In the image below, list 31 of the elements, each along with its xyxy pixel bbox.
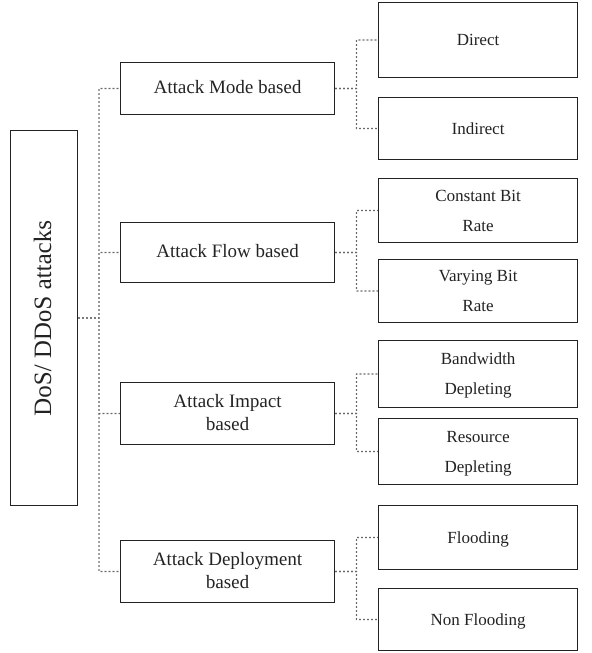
- category-label: Attack Mode based: [154, 77, 302, 100]
- category-label: Varying Bit Rate: [438, 265, 518, 317]
- connector-line: [335, 412, 378, 452]
- root-label: DoS/ DDoS attacks: [29, 220, 58, 416]
- category-box: [378, 505, 578, 570]
- category-box: [120, 222, 335, 283]
- category-box: [378, 588, 578, 651]
- category-label: Attack Deployment based: [152, 548, 304, 594]
- category-box: [378, 340, 578, 408]
- category-box: [120, 382, 335, 445]
- category-box: [378, 259, 578, 323]
- category-label: Bandwidth Depleting: [440, 348, 516, 400]
- category-label: Attack Impact based: [172, 390, 283, 436]
- connector-line: [78, 317, 120, 572]
- category-box: [120, 540, 335, 603]
- root-box: [10, 130, 78, 506]
- category-box: [378, 97, 578, 160]
- category-label: Resource Depleting: [443, 426, 513, 478]
- category-label: Indirect: [452, 118, 504, 140]
- category-label: Flooding: [447, 526, 509, 549]
- category-box: [378, 2, 578, 78]
- category-label: Non Flooding: [430, 608, 526, 631]
- category-label: Direct: [456, 29, 500, 52]
- category-label: Attack Flow based: [156, 241, 299, 264]
- category-box: [120, 62, 335, 115]
- category-label: Constant Bit Rate: [434, 184, 522, 236]
- category-box: [378, 418, 578, 485]
- connector-line: [335, 252, 378, 292]
- category-box: [378, 178, 578, 243]
- connector-line: [335, 88, 378, 130]
- connector-line: [335, 570, 378, 620]
